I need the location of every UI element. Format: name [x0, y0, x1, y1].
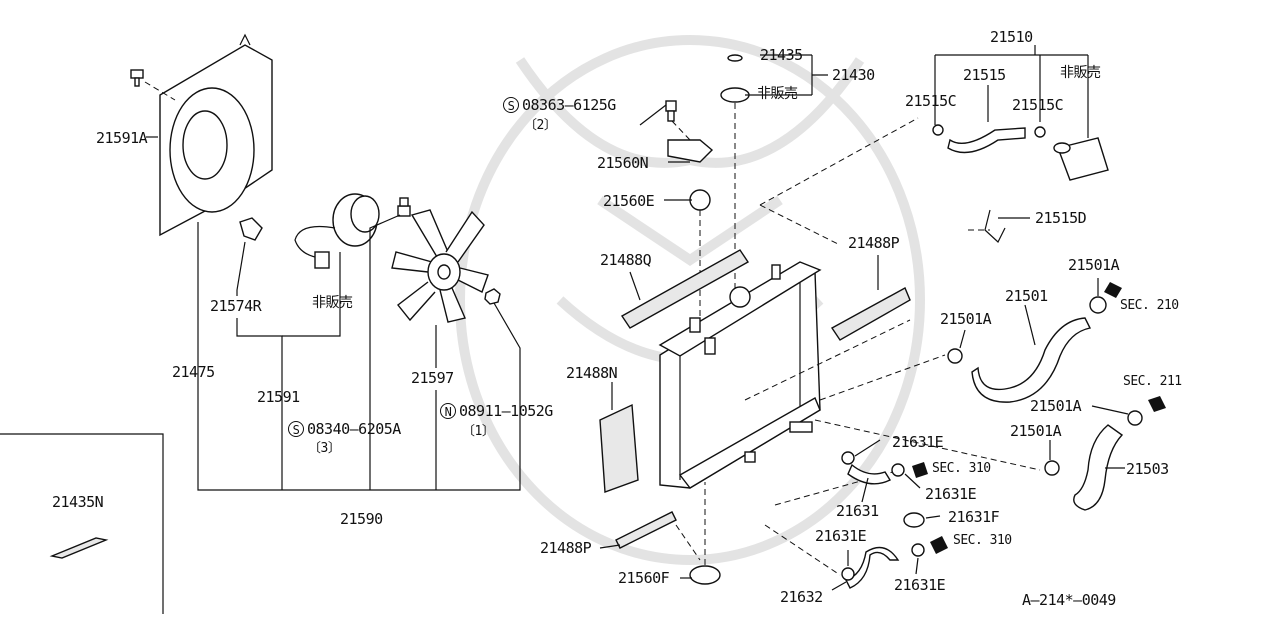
hose-clip-icon: [984, 209, 1030, 243]
part-label-21631e-d: 21631E: [894, 576, 946, 594]
part-number-08911: 08911–1052G: [459, 402, 553, 420]
part-label-21515c-left: 21515C: [905, 92, 957, 110]
gasket-icon: [49, 537, 109, 559]
part-label-21501a-mid: 21501A: [1030, 397, 1082, 415]
part-label-21475: 21475: [172, 363, 215, 381]
part-label-21501: 21501: [1005, 287, 1048, 305]
section-ref-310-a: SEC. 310: [932, 461, 991, 476]
quantity-08363: 〔2〕: [524, 118, 557, 133]
dashed-connectors: [744, 117, 1041, 576]
hose-icon: [1073, 424, 1124, 511]
standard-part-mark-icon: S: [288, 421, 304, 437]
part-label-21591a: 21591A: [96, 129, 148, 147]
not-sold-label-motor: 非販売: [312, 295, 353, 311]
fan-motor-icon: [294, 193, 380, 269]
hose-icon: [845, 463, 900, 589]
part-label-21488n: 21488N: [566, 364, 618, 382]
bolt-icon: [397, 197, 411, 217]
part-label-21515: 21515: [963, 66, 1006, 84]
part-label-21631e-c: 21631E: [815, 527, 867, 545]
bolt-icon: [665, 100, 677, 122]
part-number-08340: 08340–6205A: [307, 420, 401, 438]
not-sold-label-tank: 非販売: [1060, 65, 1101, 81]
diagram-reference-code: A–214*–0049: [1022, 591, 1116, 609]
part-label-21560e: 21560E: [603, 192, 655, 210]
part-label-21560f: 21560F: [618, 569, 670, 587]
clamp-icon: [841, 451, 925, 581]
clamp-icon: [947, 296, 1107, 364]
hose-icon: [971, 317, 1092, 403]
leader-lines-left: [146, 136, 521, 491]
part-label-21501a-top: 21501A: [1068, 256, 1120, 274]
bolt-icon: [130, 69, 144, 87]
part-label-21515d: 21515D: [1035, 209, 1087, 227]
part-label-21488q: 21488Q: [600, 251, 652, 269]
part-label-21515c-right: 21515C: [1012, 96, 1064, 114]
part-label-21591: 21591: [257, 388, 300, 406]
inset-frame: [0, 433, 164, 614]
part-label-21435n: 21435N: [52, 493, 104, 511]
quantity-08911: 〔1〕: [462, 424, 495, 439]
not-sold-label-cap: 非販売: [757, 86, 798, 102]
part-label-21488p-bottom: 21488P: [540, 539, 592, 557]
nut-icon: [484, 288, 501, 305]
part-label-21631e-b: 21631E: [925, 485, 977, 503]
section-ref-210: SEC. 210: [1120, 298, 1179, 313]
part-label-21435: 21435: [760, 46, 803, 64]
arrow-icon: [1148, 396, 1166, 412]
standard-part-mark-icon: S: [503, 97, 519, 113]
part-label-21574r: 21574R: [210, 297, 262, 315]
clip-icon: [239, 217, 263, 241]
part-label-21430: 21430: [832, 66, 875, 84]
leader-lines-reservoir: [934, 45, 1089, 138]
part-label-21510: 21510: [990, 28, 1033, 46]
hose-icon: [947, 127, 1026, 154]
part-label-21503: 21503: [1126, 460, 1169, 478]
quantity-08340: 〔3〕: [308, 441, 341, 456]
part-label-21631: 21631: [836, 502, 879, 520]
rubber-mount-icon: [689, 189, 711, 211]
part-label-21632: 21632: [780, 588, 823, 606]
radiator-icon: [658, 261, 822, 489]
part-label-21597: 21597: [411, 369, 454, 387]
seal-strip-icon: [599, 249, 911, 549]
part-number-08363: 08363–6125G: [522, 96, 616, 114]
leader-lines-center: [599, 104, 879, 579]
arrow-icon: [912, 462, 948, 554]
part-label-21631f: 21631F: [948, 508, 1000, 526]
rubber-mount-icon: [689, 565, 721, 585]
clamp-icon: [932, 124, 1046, 138]
section-ref-310-b: SEC. 310: [953, 533, 1012, 548]
radiator-cap-icon: [720, 54, 750, 103]
part-label-21488p-top: 21488P: [848, 234, 900, 252]
clamp-icon: [1044, 410, 1143, 476]
fan-shroud-icon: [159, 33, 273, 237]
part-label-21590: 21590: [340, 510, 383, 528]
part-label-21501a-left: 21501A: [940, 310, 992, 328]
reservoir-tank-icon: [1053, 137, 1109, 181]
part-label-21560n: 21560N: [597, 154, 649, 172]
standard-nut-mark-icon: N: [440, 403, 456, 419]
mount-bracket-icon: [667, 139, 714, 163]
part-label-21631e-a: 21631E: [892, 433, 944, 451]
arrow-icon: [1104, 282, 1122, 298]
section-ref-211: SEC. 211: [1123, 374, 1182, 389]
part-label-21501a-low: 21501A: [1010, 422, 1062, 440]
fan-blade-icon: [391, 209, 489, 323]
